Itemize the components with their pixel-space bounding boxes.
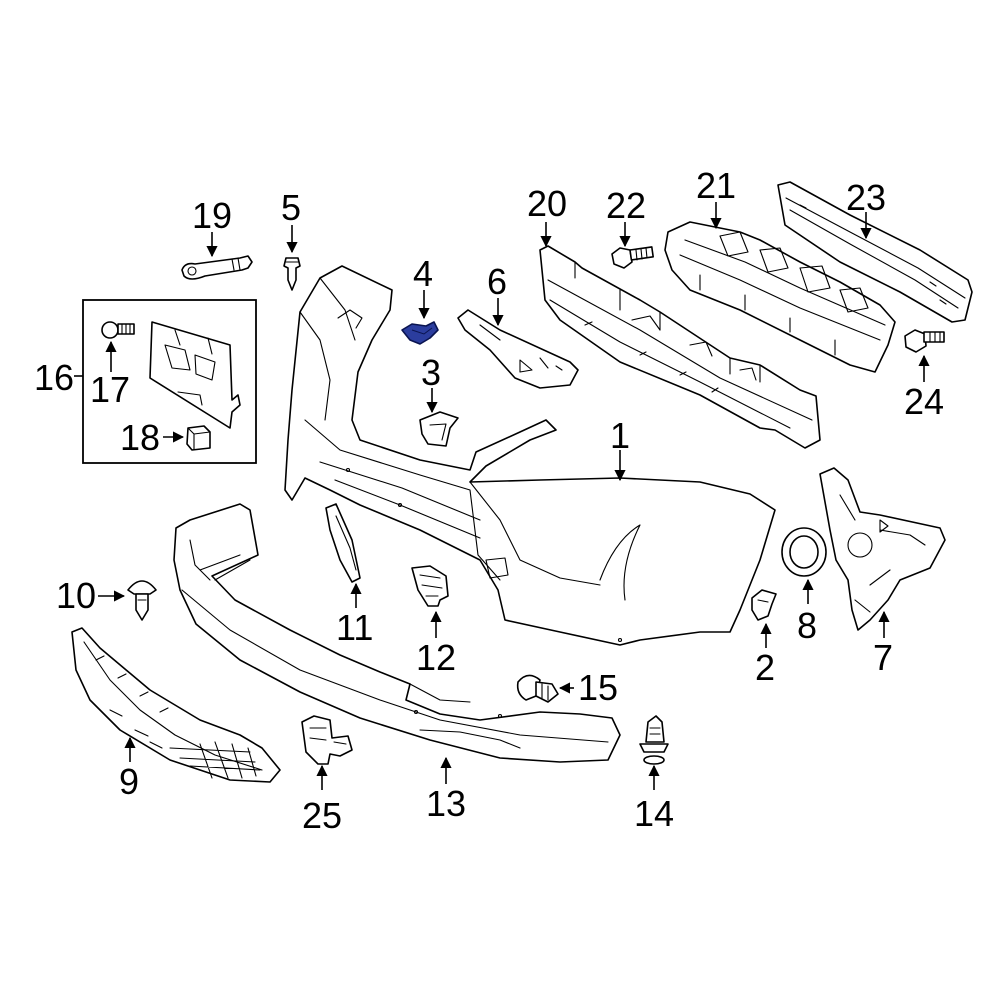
callout-1: 1 xyxy=(610,415,630,456)
bracket-12 xyxy=(411,565,449,607)
callout-23: 23 xyxy=(846,177,886,218)
side-bracket-7 xyxy=(819,467,946,631)
grommet-ring-8 xyxy=(781,527,827,577)
callout-24: 24 xyxy=(904,381,944,422)
inset-box-16 xyxy=(82,299,257,464)
callout-19: 19 xyxy=(192,195,232,236)
callout-13: 13 xyxy=(426,783,466,824)
bracket-6 xyxy=(457,309,579,389)
callout-8: 8 xyxy=(797,605,817,646)
callout-20: 20 xyxy=(527,183,567,224)
callout-17: 17 xyxy=(90,369,130,410)
bolt-24 xyxy=(904,329,945,353)
reflector-11 xyxy=(325,503,361,583)
push-clip-10 xyxy=(127,580,157,621)
callout-25: 25 xyxy=(302,795,342,836)
license-plate-bracket xyxy=(149,321,241,429)
reinforcement-beam-23 xyxy=(777,181,973,323)
callout-15: 15 xyxy=(578,667,618,708)
nut-18 xyxy=(186,425,211,451)
callout-21: 21 xyxy=(696,165,736,206)
clip-5 xyxy=(283,257,301,291)
lower-spoiler-13 xyxy=(173,503,621,763)
callout-16: 16 xyxy=(34,357,74,398)
callout-3: 3 xyxy=(421,352,441,393)
bolt-22 xyxy=(611,246,654,269)
callout-4: 4 xyxy=(413,253,433,294)
callout-10: 10 xyxy=(56,575,96,616)
sensor-25 xyxy=(301,715,353,765)
callout-18: 18 xyxy=(120,417,160,458)
callout-2: 2 xyxy=(755,647,775,688)
callout-9: 9 xyxy=(119,761,139,802)
bracket-3 xyxy=(419,411,459,447)
callout-14: 14 xyxy=(634,793,674,834)
callout-11: 11 xyxy=(336,607,373,648)
push-pin-14 xyxy=(639,715,669,765)
clip-15 xyxy=(516,674,559,703)
tow-hook-19 xyxy=(181,255,253,280)
lower-grille-9 xyxy=(71,627,281,783)
clip-2 xyxy=(751,589,777,621)
callout-6: 6 xyxy=(487,261,507,302)
callout-12: 12 xyxy=(416,637,456,678)
callout-22: 22 xyxy=(606,185,646,226)
bumper-cover-1 xyxy=(284,265,776,646)
bolt-17 xyxy=(101,321,135,339)
absorber-21 xyxy=(664,221,896,373)
energy-absorber-20 xyxy=(539,245,821,449)
callout-7: 7 xyxy=(873,637,893,678)
bracket-4 xyxy=(401,321,439,345)
callout-5: 5 xyxy=(281,187,301,228)
